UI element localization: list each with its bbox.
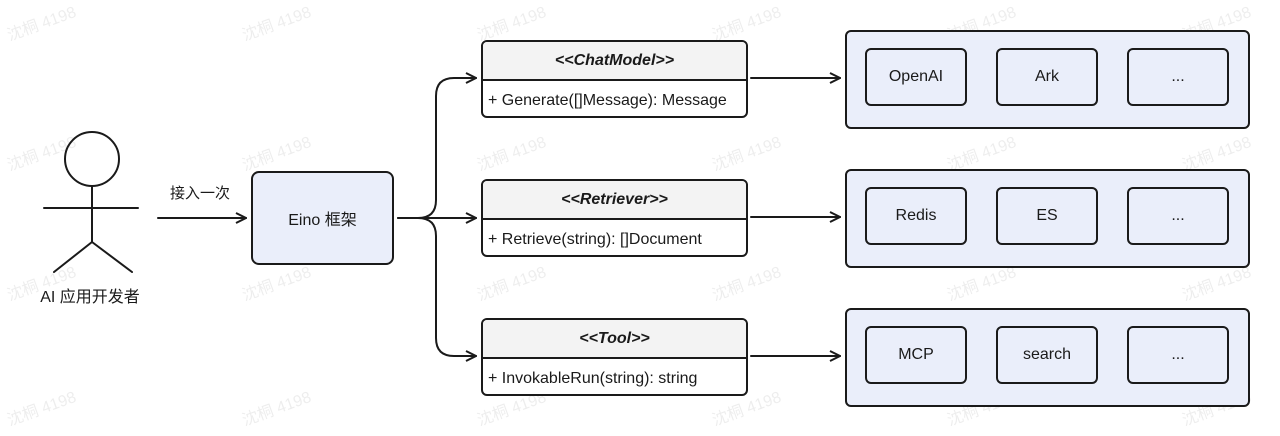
- eino-framework-box: Eino 框架: [251, 171, 394, 265]
- actor-label: AI 应用开发者: [40, 289, 140, 306]
- interface-method: + InvokableRun(string): string: [488, 369, 698, 387]
- implementation-item: Redis: [865, 187, 967, 245]
- core-to-chatmodel-arrow: [397, 78, 477, 219]
- interface-chatmodel: <<ChatModel>> + Generate([]Message): Mes…: [481, 40, 748, 118]
- implementation-item: search: [996, 326, 1098, 384]
- implementation-item: MCP: [865, 326, 967, 384]
- interface-method: + Retrieve(string): []Document: [488, 230, 702, 248]
- actor-figure-icon: [43, 131, 139, 273]
- interface-retriever: <<Retriever>> + Retrieve(string): []Docu…: [481, 179, 748, 257]
- implementation-item: Ark: [996, 48, 1098, 106]
- interface-stereotype: <<Tool>>: [483, 320, 746, 359]
- implementation-item: ...: [1127, 326, 1229, 384]
- interface-method: + Generate([]Message): Message: [488, 91, 727, 109]
- edge-label: 接入一次: [169, 185, 230, 202]
- interface-stereotype: <<Retriever>>: [483, 181, 746, 220]
- interface-stereotype: <<ChatModel>>: [483, 42, 746, 81]
- chatmodel-implementations: OpenAI Ark ...: [845, 30, 1250, 129]
- interface-tool: <<Tool>> + InvokableRun(string): string: [481, 318, 748, 396]
- retriever-implementations: Redis ES ...: [845, 169, 1250, 268]
- tool-implementations: MCP search ...: [845, 308, 1250, 407]
- core-to-tool-arrow: [417, 217, 477, 356]
- implementation-item: ES: [996, 187, 1098, 245]
- implementation-item: ...: [1127, 187, 1229, 245]
- implementation-item: ...: [1127, 48, 1229, 106]
- implementation-item: OpenAI: [865, 48, 967, 106]
- core-label: Eino 框架: [288, 212, 357, 229]
